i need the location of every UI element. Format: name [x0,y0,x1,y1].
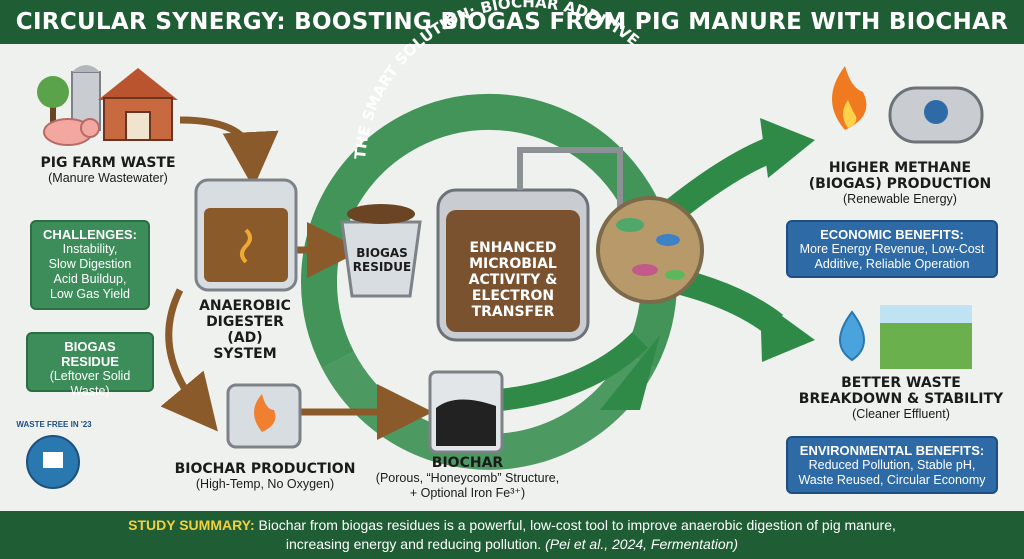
challenges-line: Instability, [62,242,118,256]
tank-icon [436,147,623,342]
residue-box-heading: BIOGAS RESIDUE [61,339,119,369]
tank-line: ELECTRON [471,288,555,304]
gas-tank-icon [888,86,984,144]
page-title: CIRCULAR SYNERGY: BOOSTING BIOGAS FROM P… [15,9,1009,35]
pig-farm-icon-group [37,65,178,146]
waste-line: BETTER WASTE [841,375,961,391]
tree-icon [37,76,69,122]
summary-label: STUDY SUMMARY: [128,517,255,533]
methane-line: HIGHER METHANE [828,160,972,176]
biochar-production-heading: BIOCHAR PRODUCTION [174,461,356,477]
biogas-residue-box: BIOGAS RESIDUE (Leftover Solid Waste) [26,332,154,398]
biochar-production-label: BIOCHAR PRODUCTION (High-Temp, No Oxygen… [170,461,360,492]
methane-label: HIGHER METHANE (BIOGAS) PRODUCTION (Rene… [790,160,1010,207]
title-bar: CIRCULAR SYNERGY: BOOSTING BIOGAS FROM P… [0,0,1024,44]
study-summary: STUDY SUMMARY: Biochar from biogas resid… [0,511,1024,559]
digester-label: ANAEROBIC DIGESTER (AD) SYSTEM [190,298,300,362]
summary-citation: (Pei et al., 2024, Fermentation) [545,536,739,552]
summary-text-1: Biochar from biogas residues is a powerf… [254,517,896,533]
flow-arrows [160,116,433,440]
tank-line: ENHANCED [469,240,557,256]
pig-farm-label: PIG FARM WASTE (Manure Wastewater) [18,155,198,186]
methane-line: (BIOGAS) PRODUCTION [808,176,992,192]
badge-icon [26,435,80,489]
environmental-benefits-box: ENVIRONMENTAL BENEFITS: Reduced Pollutio… [786,436,998,494]
bucket-line: BIOGAS [356,246,408,260]
challenges-heading: CHALLENGES: [43,227,137,242]
tank-label: ENHANCED MICROBIAL ACTIVITY & ELECTRON T… [446,240,580,320]
economic-line: More Energy Revenue, Low-Cost [799,242,985,256]
environmental-heading: ENVIRONMENTAL BENEFITS: [799,443,985,458]
summary-text-2: increasing energy and reducing pollution… [285,536,546,552]
tank-line: ACTIVITY & [468,272,558,288]
digester-line: ANAEROBIC [199,298,291,314]
methane-sub: (Renewable Energy) [843,192,957,206]
bucket-line: RESIDUE [352,260,412,274]
biochar-label: BIOCHAR (Porous, “Honeycomb” Structure, … [360,455,575,501]
waste-sub: (Cleaner Effluent) [852,407,950,421]
biochar-line: + Optional Iron Fe³⁺) [409,486,526,500]
water-drop-icon [839,310,865,362]
furnace-icon [226,383,302,449]
bucket-label: BIOGAS RESIDUE [346,246,418,274]
field-icon [880,305,972,369]
pig-farm-heading: PIG FARM WASTE [40,155,176,171]
economic-benefits-box: ECONOMIC BENEFITS: More Energy Revenue, … [786,220,998,278]
waste-label: BETTER WASTE BREAKDOWN & STABILITY (Clea… [790,375,1012,422]
pig-farm-sub: (Manure Wastewater) [48,171,168,185]
digester-line: DIGESTER (AD) [206,314,284,346]
barn-icon [98,68,178,141]
economic-heading: ECONOMIC BENEFITS: [820,227,964,242]
challenges-line: Acid Buildup, [53,272,127,286]
flame-icon [832,66,867,130]
tank-line: TRANSFER [471,304,555,320]
biochar-heading: BIOCHAR [431,455,504,471]
residue-box-line: (Leftover Solid [49,369,131,383]
badge-label: WASTE FREE IN '23 [16,420,92,429]
challenges-box: CHALLENGES: Instability, Slow Digestion … [30,220,150,310]
residue-box-line: Waste) [70,384,110,398]
microbe-icon [596,196,704,304]
challenges-line: Low Gas Yield [50,287,130,301]
biochar-jar-icon [428,370,504,454]
biochar-production-sub: (High-Temp, No Oxygen) [195,477,335,491]
digester-icon [194,178,298,292]
digester-line: SYSTEM [213,346,277,362]
biochar-line: (Porous, “Honeycomb” Structure, [375,471,560,485]
bucket-icon [340,204,422,298]
challenges-line: Slow Digestion [48,257,132,271]
tank-line: MICROBIAL [469,256,557,272]
economic-line: Additive, Reliable Operation [814,257,970,271]
environmental-line: Reduced Pollution, Stable pH, [808,458,976,472]
pig-icon [43,118,100,146]
waste-line: BREAKDOWN & STABILITY [798,391,1004,407]
environmental-line: Waste Reused, Circular Economy [798,473,986,487]
